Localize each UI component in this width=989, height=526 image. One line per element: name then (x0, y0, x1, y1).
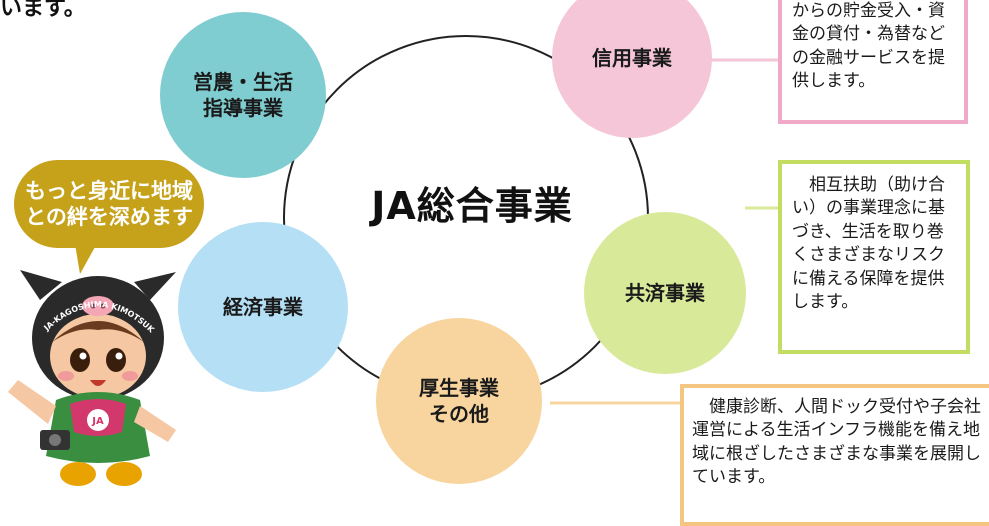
intro-text-fragment: います。 (0, 0, 86, 21)
circle-eino-label: 営農・生活 指導事業 (193, 70, 293, 120)
kyosai-description-box: 相互扶助（助け合い）の事業理念に基づき、生活を取り巻くさまざまなリスクに備える保… (778, 160, 970, 354)
circle-shinyo-label: 信用事業 (592, 46, 672, 70)
circle-kyosai: 共済事業 (584, 212, 746, 374)
circle-eino: 営農・生活 指導事業 (160, 12, 326, 178)
circle-keizai-label: 経済事業 (223, 295, 303, 319)
circle-kosei: 厚生事業 その他 (376, 318, 542, 484)
circle-keizai: 経済事業 (178, 222, 348, 392)
shinyo-description-box: からの貯金受入・資金の貸付・為替などの金融サービスを提供します。 (778, 0, 968, 124)
center-title: JA総合事業 (371, 184, 573, 228)
speech-bubble-tail (74, 238, 100, 274)
circle-kyosai-label: 共済事業 (625, 281, 705, 305)
kyosai-description: 相互扶助（助け合い）の事業理念に基づき、生活を取り巻くさまざまなリスクに備える保… (792, 175, 945, 313)
mascot-illustration: JA-KAGOSHIMA KIMOTSUKI JA (0, 260, 176, 486)
mascot-badge-text: JA (91, 416, 104, 427)
speech-bubble-text: もっと身近に地域 との絆を深めます (25, 178, 193, 229)
kosei-description-box: 健康診断、人間ドック受付や子会社運営による生活インフラ機能を備え地域に根ざしたさ… (680, 384, 989, 526)
circle-kosei-label: 厚生事業 その他 (419, 376, 499, 426)
circle-shinyo: 信用事業 (552, 0, 712, 138)
shinyo-description: からの貯金受入・資金の貸付・為替などの金融サービスを提供します。 (792, 1, 945, 92)
speech-bubble: もっと身近に地域 との絆を深めます (14, 160, 204, 248)
kosei-description: 健康診断、人間ドック受付や子会社運営による生活インフラ機能を備え地域に根ざしたさ… (692, 397, 981, 488)
